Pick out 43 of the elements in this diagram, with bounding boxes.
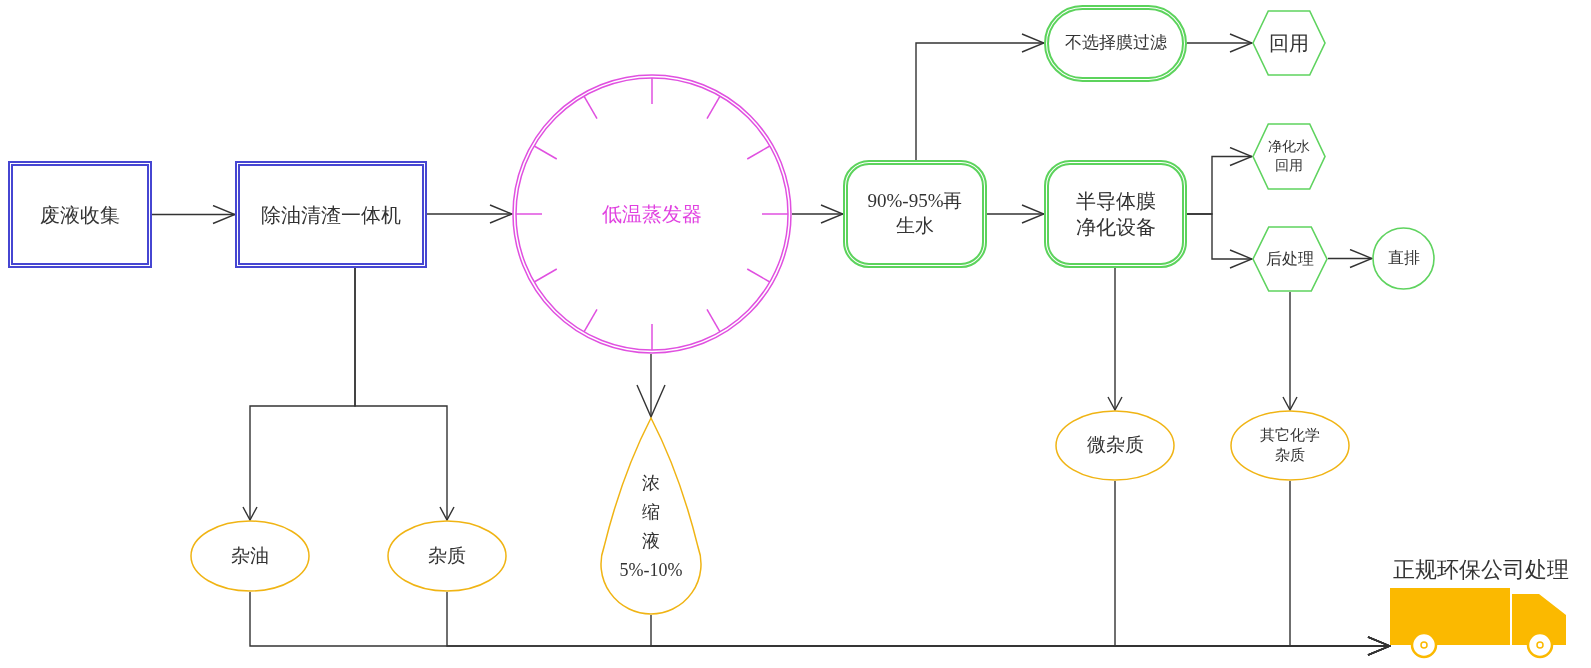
waste-ellipse <box>190 520 310 592</box>
output-hexagon <box>1252 123 1326 190</box>
node-label: 其它化学杂质 <box>1259 426 1321 465</box>
caption-label: 正规环保公司处理 <box>1392 556 1570 584</box>
output-hexagon <box>1252 226 1328 292</box>
arrow <box>915 33 1045 161</box>
node-label: 微杂质 <box>1086 433 1144 458</box>
node-label: 不选择膜过滤 <box>1064 32 1167 55</box>
process-box <box>843 160 987 268</box>
node-label: 废液收集 <box>40 202 120 228</box>
node-label: 后处理 <box>1266 248 1314 269</box>
arrow <box>1282 291 1298 411</box>
output-hexagon <box>1252 10 1326 76</box>
arrow <box>986 204 1045 224</box>
waste-ellipse <box>1230 410 1350 481</box>
arrow <box>1327 248 1373 269</box>
output-circle <box>1372 227 1435 290</box>
arrow <box>151 204 236 225</box>
node-label: 半导体膜净化设备 <box>1074 189 1157 240</box>
waste-ellipse <box>1055 410 1175 481</box>
concentrate-droplet <box>600 417 702 615</box>
process-box <box>235 161 427 268</box>
process-box <box>1044 160 1187 268</box>
node-label: 直排 <box>1387 248 1420 269</box>
node-label: 杂油 <box>231 543 269 568</box>
node-label: 杂质 <box>428 543 466 568</box>
truck-icon <box>1390 588 1568 660</box>
node-label: 低温蒸发器 <box>602 202 702 227</box>
node-label: 浓缩液5%-10% <box>619 472 683 582</box>
arrow <box>426 204 513 224</box>
arrow <box>1289 480 1391 656</box>
node-label: 净化水回用 <box>1267 138 1311 175</box>
arrow <box>354 267 455 521</box>
node-label: 除油清渣一体机 <box>261 202 401 228</box>
arrow <box>1186 213 1253 269</box>
arrow <box>636 353 666 418</box>
waste-ellipse <box>387 520 507 592</box>
arrow <box>1107 267 1123 411</box>
node-label: 90%-95%再生水 <box>866 189 964 238</box>
process-box <box>8 161 152 268</box>
arrow <box>791 204 844 224</box>
arrow <box>1186 33 1253 53</box>
node-label: 回用 <box>1269 31 1309 56</box>
